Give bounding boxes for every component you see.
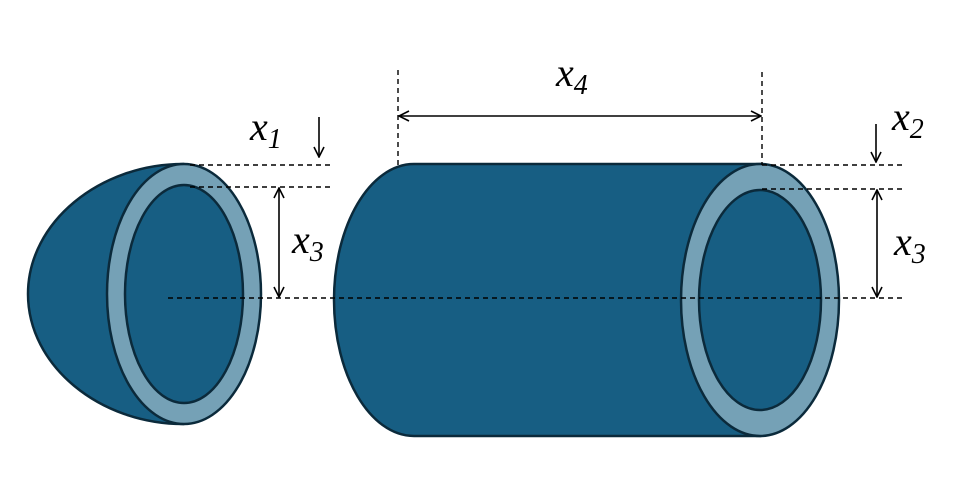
shell-opening xyxy=(697,188,823,412)
x2-label: x2 xyxy=(891,94,924,145)
shell-body xyxy=(332,162,762,438)
x3-shell-label-base: x xyxy=(893,219,912,264)
hemispherical-head xyxy=(26,162,263,426)
x2-label-base: x xyxy=(891,94,910,139)
x1-label-sub: 1 xyxy=(268,124,282,155)
x4-label-sub: 4 xyxy=(574,70,588,101)
x3-shell-label: x3 xyxy=(893,219,926,270)
dimension-arrows xyxy=(279,116,877,297)
head-opening xyxy=(123,183,245,405)
x4-label: x4 xyxy=(555,50,588,101)
x3-shell-label-sub: 3 xyxy=(911,239,926,270)
x2-label-sub: 2 xyxy=(910,114,924,145)
x3-head-label: x3 xyxy=(291,217,324,268)
x1-label-base: x xyxy=(249,104,268,149)
x1-label: x1 xyxy=(249,104,282,155)
cylindrical-shell xyxy=(332,162,841,438)
x3-head-label-sub: 3 xyxy=(309,237,324,268)
x3-head-label-base: x xyxy=(291,217,310,262)
x4-label-base: x xyxy=(555,50,574,95)
